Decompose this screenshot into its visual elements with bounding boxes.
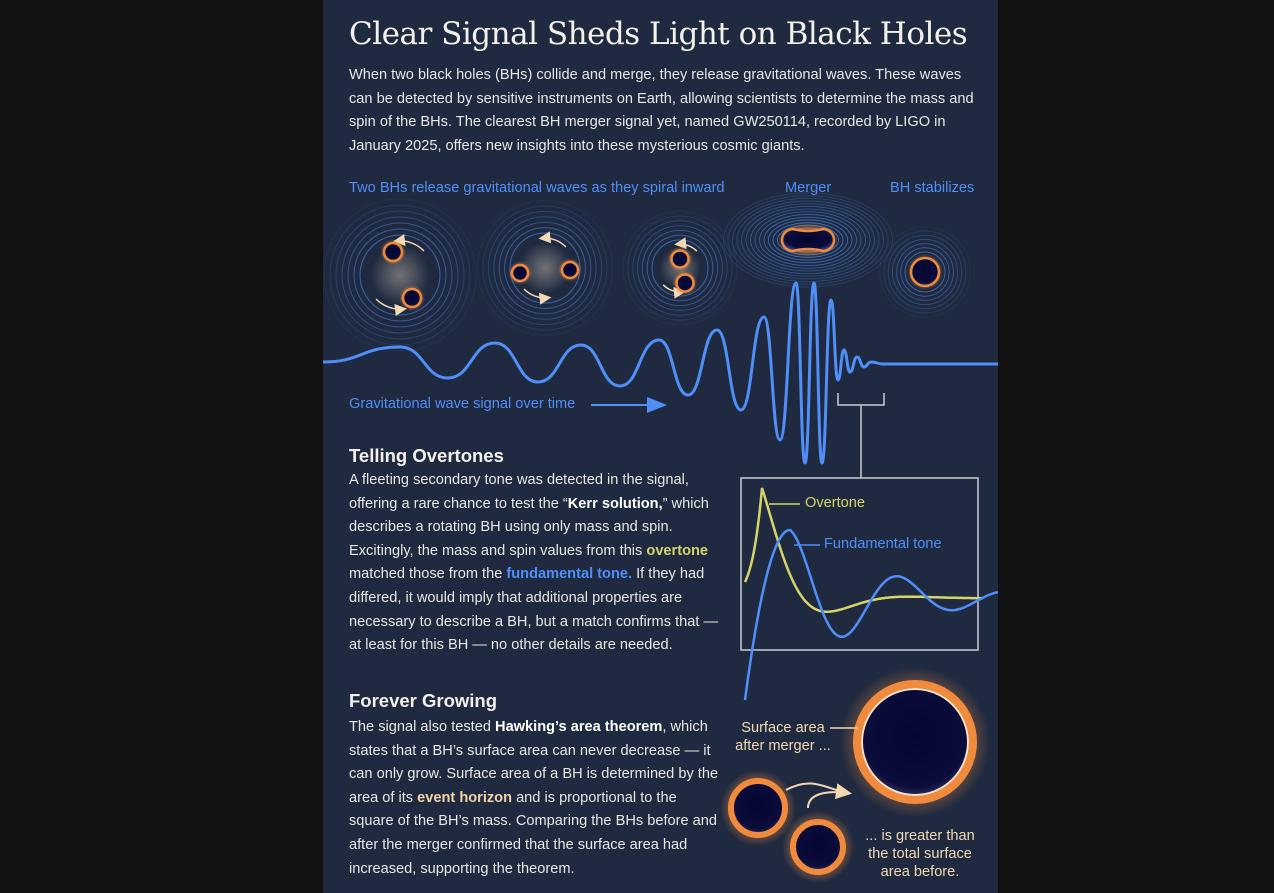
- infographic-panel: Clear Signal Sheds Light on Black Holes …: [323, 0, 998, 893]
- growing-heading: Forever Growing: [349, 690, 498, 711]
- text: matched those from the: [349, 566, 507, 583]
- merge-arrow-icon: [807, 791, 849, 809]
- text: , which states that a BH’s surface area …: [349, 719, 719, 806]
- before-merger-label: ... is greater than the total surface ar…: [865, 828, 975, 880]
- text: A fleeting secondary tone was detected i…: [349, 472, 689, 512]
- fundamental-tone-curve: [743, 528, 998, 701]
- fundamental-tone-label: Fundamental tone: [824, 536, 942, 552]
- overtones-paragraph: A fleeting secondary tone was detected i…: [349, 469, 721, 658]
- overtone-label: Overtone: [805, 495, 866, 511]
- kerr-solution-term: Kerr solution,: [567, 495, 663, 512]
- gravitational-wave-signal: [323, 281, 998, 465]
- growing-paragraph: The signal also tested Hawking’s area th…: [349, 716, 721, 881]
- ringdown-inset-frame: [740, 477, 979, 651]
- ringdown-bracket: [837, 393, 885, 478]
- merger-stages-illustration: [323, 192, 971, 352]
- stage-label-inspiral: Two BHs release gravitational waves as t…: [349, 180, 725, 196]
- text: and is proportional to the square of the…: [349, 789, 718, 877]
- overtone-curve: [743, 487, 983, 614]
- text: The signal also tested: [349, 719, 496, 735]
- text: If they had differed, it would imply tha…: [349, 566, 719, 654]
- text: ” which describes a rotating BH using on…: [349, 495, 709, 559]
- signal-label: Gravitational wave signal over time: [349, 396, 576, 412]
- page-title: Clear Signal Sheds Light on Black Holes: [349, 16, 968, 52]
- stage-label-stabilizes: BH stabilizes: [890, 180, 975, 196]
- black-hole-before-1: [720, 770, 796, 846]
- fundamental-tone-term: fundamental tone.: [506, 566, 633, 583]
- stage-label-merger: Merger: [785, 180, 832, 196]
- overtone-term: overtone: [646, 542, 709, 559]
- black-hole-after-merger: [840, 667, 990, 817]
- after-merger-label: Surface area after merger ...: [735, 720, 831, 754]
- intro-paragraph: When two black holes (BHs) collide and m…: [349, 67, 974, 154]
- black-hole-before-2: [782, 811, 854, 883]
- overtones-heading: Telling Overtones: [349, 445, 504, 466]
- event-horizon-term: event horizon: [417, 789, 513, 806]
- illustration-layer: [323, 192, 998, 883]
- hawking-theorem-term: Hawking’s area theorem: [495, 719, 663, 735]
